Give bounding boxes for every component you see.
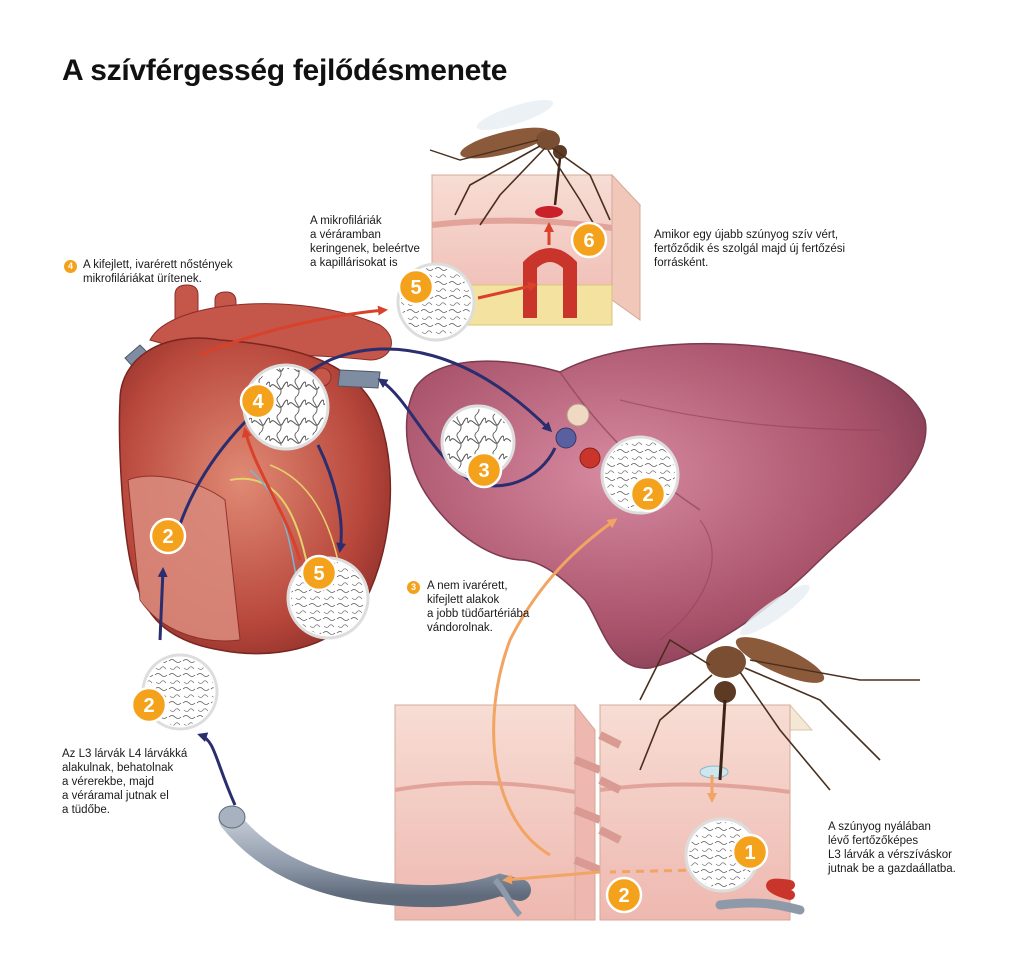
blood-vessel xyxy=(218,805,531,918)
caption-step-5: A mikrofiláriák a véráramban keringenek,… xyxy=(310,215,420,269)
step-badge-b2lung: 2 xyxy=(629,475,667,513)
arrows xyxy=(157,281,717,885)
step-badge-b2heart: 2 xyxy=(149,517,187,555)
caption-marker-4: 4 xyxy=(64,260,77,273)
step-badge-b1: 1 xyxy=(731,833,769,871)
step-badge-b3: 3 xyxy=(465,451,503,489)
step-badge-label: 2 xyxy=(143,695,154,717)
mosquito-icon xyxy=(429,99,611,236)
step-badge-b2left: 2 xyxy=(130,686,168,724)
step-badges: 6 5 4 3 2 2 5 2 1 2 xyxy=(130,221,769,914)
step-badge-label: 5 xyxy=(313,563,324,585)
caption-marker-3: 3 xyxy=(407,581,420,594)
step-badge-b2bottom: 2 xyxy=(605,876,643,914)
step-badge-label: 4 xyxy=(252,391,264,413)
step-badge-b5top: 5 xyxy=(397,268,435,306)
caption-step-6: Amikor egy újabb szúnyog szív vért, fert… xyxy=(654,229,846,269)
step-badge-label: 2 xyxy=(642,484,653,506)
step-badge-label: 6 xyxy=(583,230,594,252)
caption-step-4: A kifejlett, ivarérett nőstények mikrofi… xyxy=(83,259,233,285)
step-badge-label: 2 xyxy=(162,526,173,548)
page-title: A szívférgesség fejlődésmenete xyxy=(62,54,508,87)
step-badge-b6: 6 xyxy=(570,221,608,259)
lung xyxy=(405,342,927,669)
step-badge-label: 3 xyxy=(478,460,489,482)
step-badge-label: 2 xyxy=(618,885,629,907)
caption-step-1: A szúnyog nyálában lévő fertőzőképes L3 … xyxy=(828,821,956,875)
mosquito-icon xyxy=(639,584,920,791)
step-badge-b5heart: 5 xyxy=(300,554,338,592)
step-badge-label: 5 xyxy=(410,277,421,299)
step-badge-b4: 4 xyxy=(239,382,277,420)
caption-step-2: Az L3 lárvák L4 lárvákká alakulnak, beha… xyxy=(62,748,188,816)
step-badge-label: 1 xyxy=(744,842,755,864)
caption-step-3: A nem ivarérett, kifejlett alakok a jobb… xyxy=(427,580,530,634)
